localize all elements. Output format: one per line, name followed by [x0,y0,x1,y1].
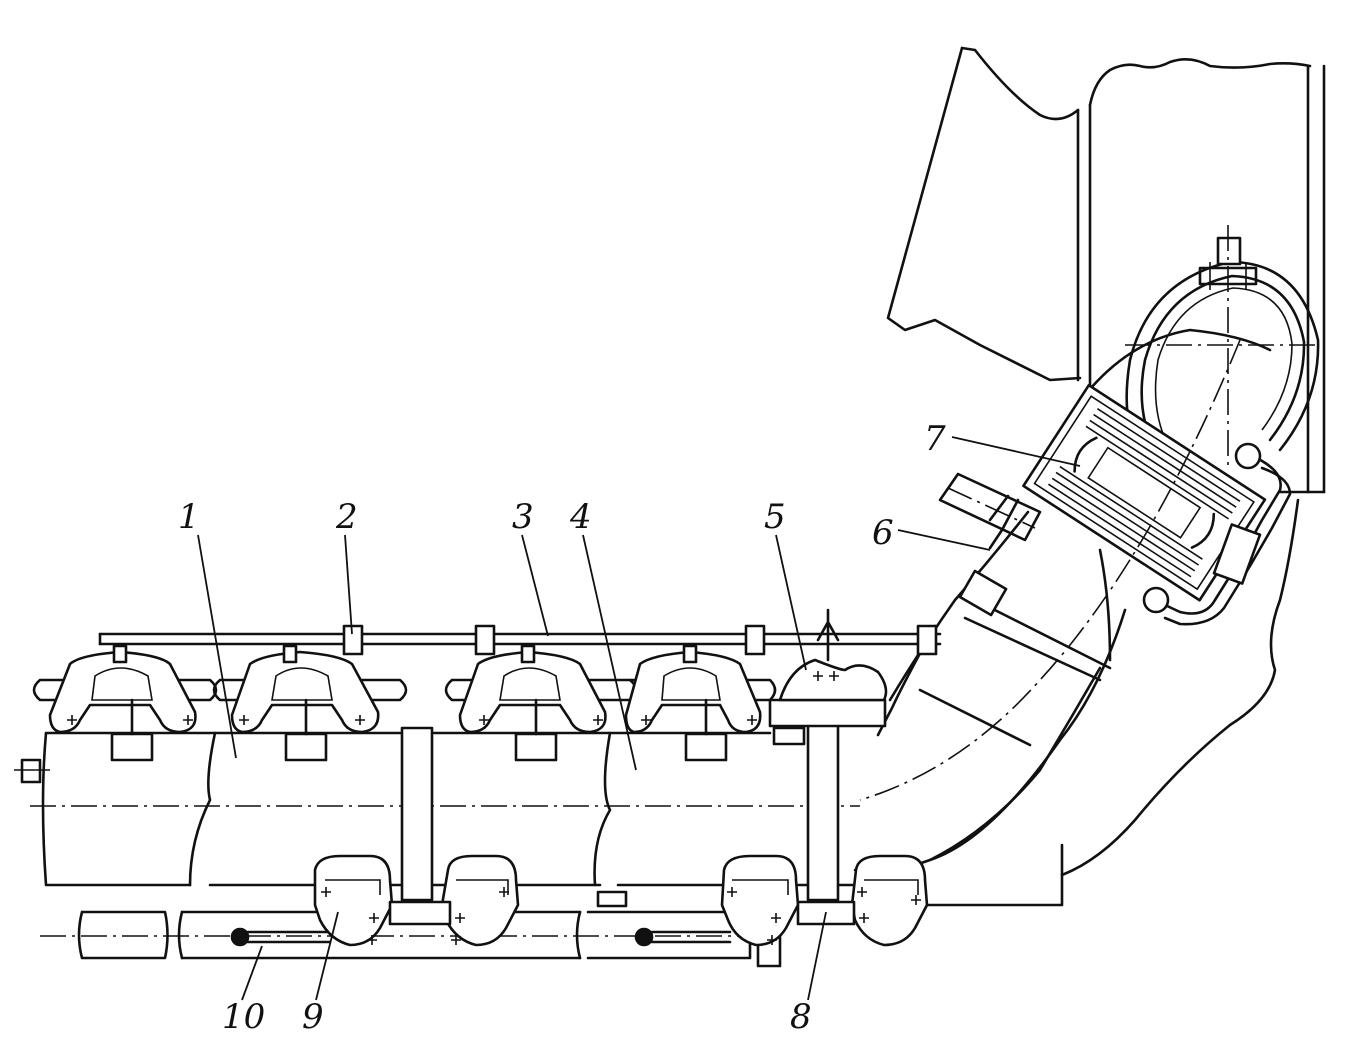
fastener-marks [67,671,921,945]
callout-labels: 1 2 3 4 5 6 7 8 9 10 [178,419,946,1037]
plus-mark [321,887,331,897]
callout-9: 9 [302,997,324,1037]
plus-mark [451,935,461,945]
rotary-joint [1022,225,1320,626]
callout-7: 7 [924,419,946,459]
plus-mark [355,715,365,725]
plus-mark [829,671,839,681]
plus-mark [239,715,249,725]
callout-4: 4 [569,497,592,537]
plus-mark [367,935,377,945]
plus-mark [813,671,823,681]
plus-mark [593,715,603,725]
callout-6: 6 [872,513,894,553]
plus-mark [859,913,869,923]
bottom-bearing-units [313,854,929,947]
plus-mark [455,913,465,923]
plus-mark [479,715,489,725]
plus-mark [857,887,867,897]
plus-mark [67,715,77,725]
plus-mark [183,715,193,725]
plus-mark [771,913,781,923]
header-assembly [14,624,942,968]
plus-mark [911,895,921,905]
callout-5: 5 [764,497,786,537]
callout-3: 3 [512,497,534,537]
leader-lines [197,436,1081,1001]
plus-mark [727,887,737,897]
elbow-pipe [853,339,1241,873]
plus-mark [369,913,379,923]
top-nozzle-units [32,608,888,762]
plus-mark [767,935,777,945]
frame-structure [886,46,1326,907]
callout-2: 2 [335,497,358,537]
plus-mark [499,887,509,897]
callout-1: 1 [178,497,200,537]
plus-mark [747,715,757,725]
plus-mark [641,715,651,725]
callout-8: 8 [790,997,812,1037]
callout-10: 10 [222,997,265,1037]
